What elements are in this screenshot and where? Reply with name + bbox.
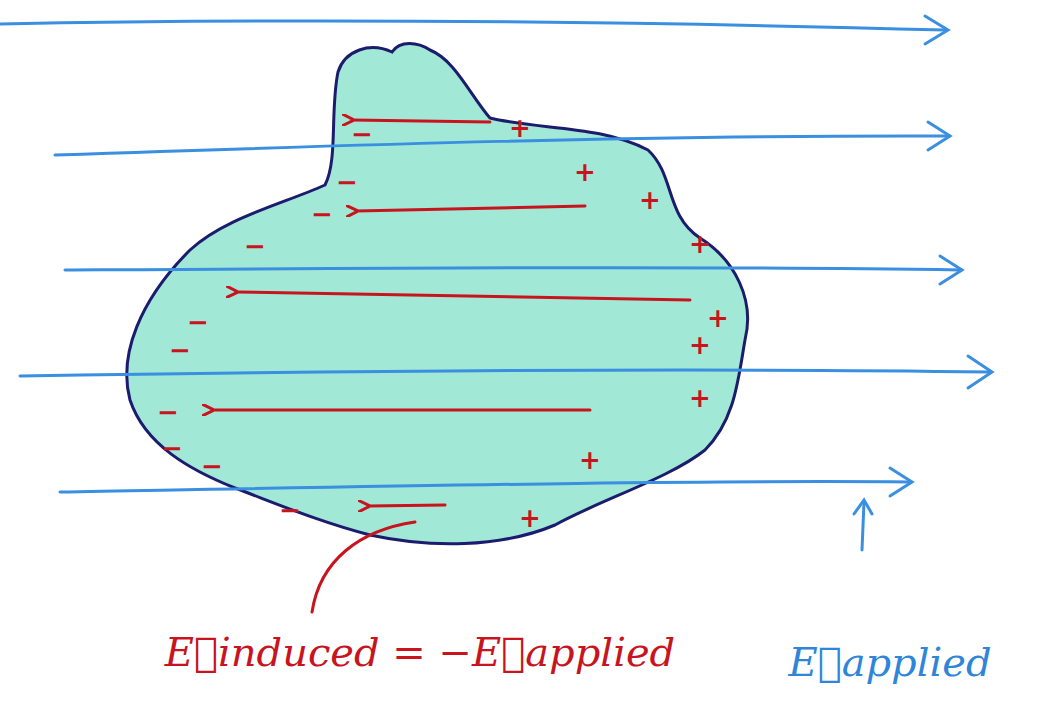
charge-sign: − [169, 337, 191, 363]
induced-field-arrows [212, 120, 690, 506]
charge-sign: − [187, 309, 209, 335]
charge-sign: − [201, 453, 223, 479]
conductor-body [127, 44, 748, 544]
charge-sign: − [244, 233, 266, 259]
pointer-arrow [854, 500, 872, 550]
charge-sign: − [157, 399, 179, 425]
charge-sign: + [689, 332, 711, 358]
charge-sign: − [161, 435, 183, 461]
charge-sign: + [689, 231, 711, 257]
charge-sign: + [519, 505, 541, 531]
charge-sign: − [351, 121, 373, 147]
leader-line [312, 522, 415, 612]
charge-sign: + [509, 115, 531, 141]
charge-sign: + [689, 385, 711, 411]
charge-sign: − [336, 169, 358, 195]
charge-sign: + [639, 187, 661, 213]
charge-sign: − [279, 497, 301, 523]
charge-sign: + [574, 159, 596, 185]
induced-field-label: E⃗induced = −E⃗applied [165, 632, 675, 672]
charge-sign: + [579, 447, 601, 473]
charge-sign: − [311, 201, 333, 227]
applied-field-label: E⃗applied [788, 642, 991, 682]
charge-sign: + [707, 305, 729, 331]
applied-field-lines [0, 16, 992, 496]
